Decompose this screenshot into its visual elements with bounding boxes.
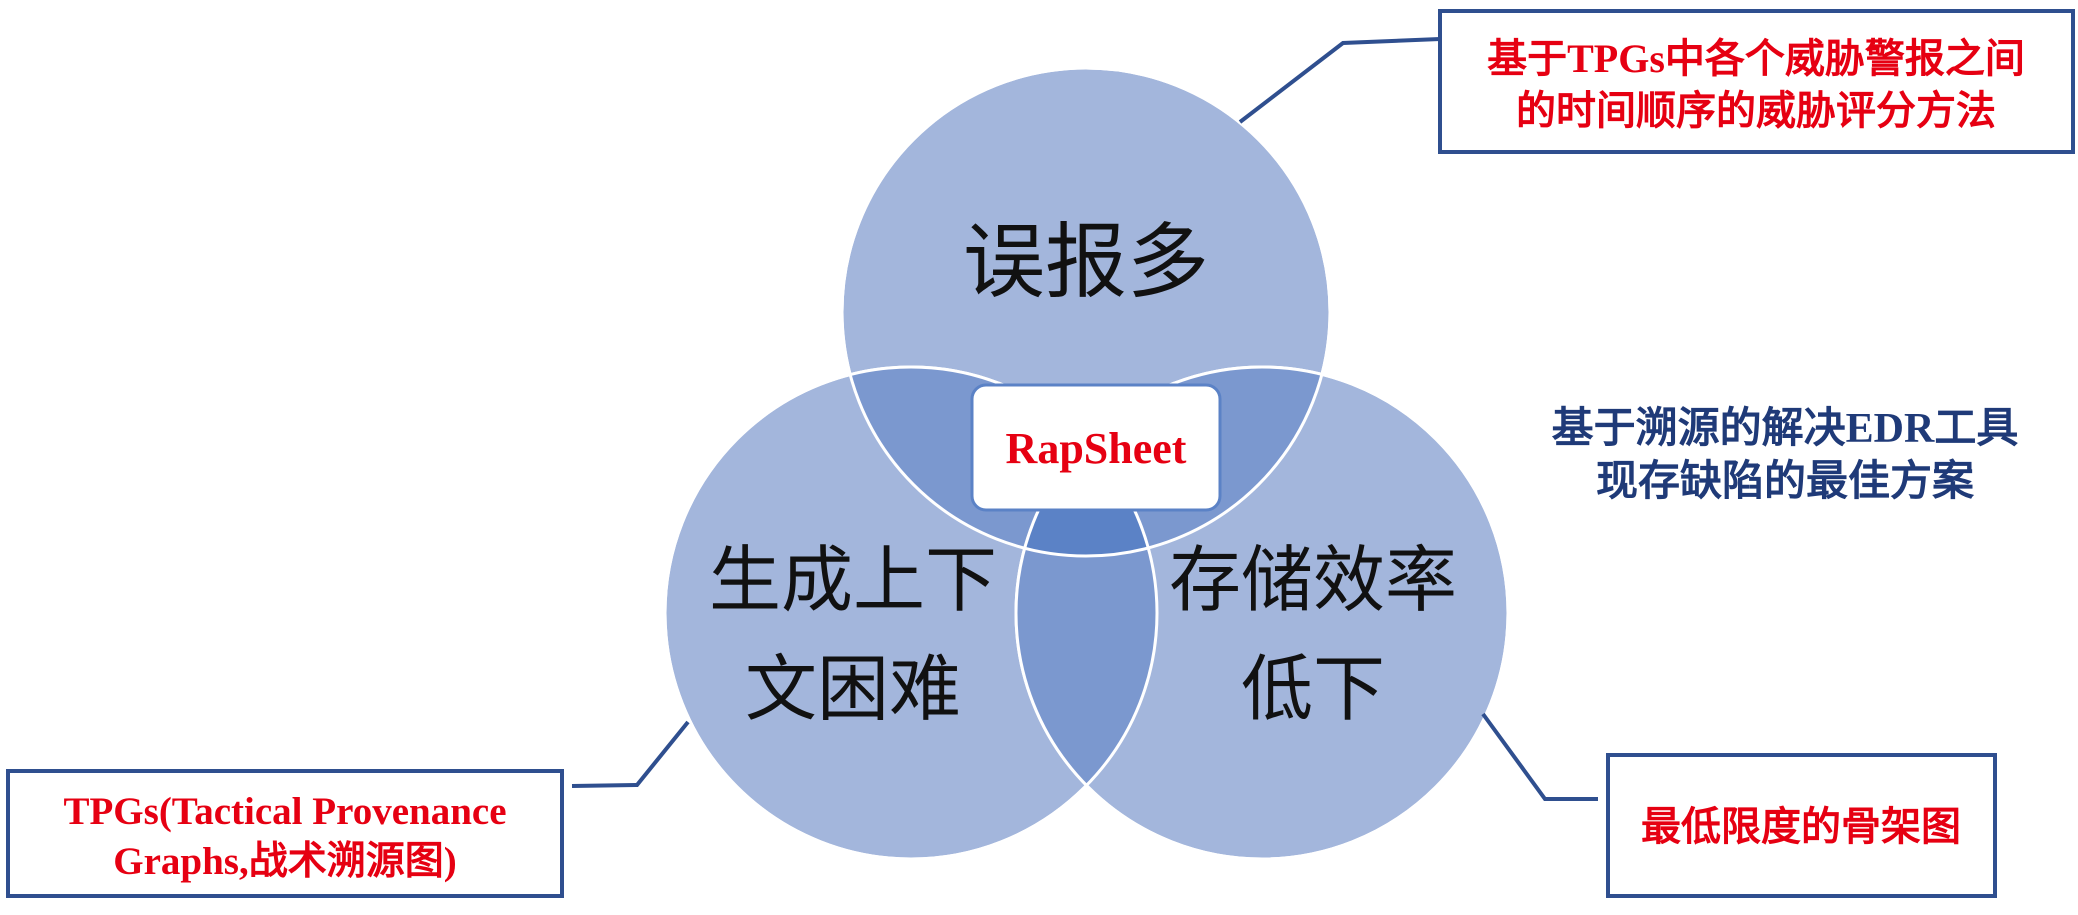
connector-top-right <box>1238 37 1441 124</box>
callout-top-right-box <box>1438 9 2075 154</box>
callout-bottom-left-box <box>6 769 564 898</box>
callout-bottom-left-line2: Graphs,战术溯源图) <box>113 840 456 883</box>
callout-top-right-line1: 基于TPGs中各个威胁警报之间 <box>1487 36 2025 81</box>
connector-bottom-left <box>571 720 690 788</box>
label-left-line2: 文困难 <box>745 647 961 731</box>
label-right-line2: 低下 <box>1241 647 1385 731</box>
callout-top-right-line2: 的时间顺序的威胁评分方法 <box>1516 88 1996 133</box>
center-box <box>970 383 1222 512</box>
callout-bottom-right-box <box>1606 753 1997 898</box>
callout-bottom-right-line1: 最低限度的骨架图 <box>1641 804 1961 849</box>
callout-bottom-left-line1: TPGs(Tactical Provenance <box>63 790 506 833</box>
label-right-line1: 存储效率 <box>1169 538 1457 622</box>
connector-bottom-right <box>1481 712 1598 801</box>
label-top: 误报多 <box>963 215 1209 310</box>
label-left-line1: 生成上下 <box>709 538 997 622</box>
conclusion-line2: 现存缺陷的最佳方案 <box>1596 458 1975 505</box>
conclusion-line1: 基于溯源的解决EDR工具 <box>1552 405 2019 452</box>
center-label: RapSheet <box>1006 424 1187 473</box>
